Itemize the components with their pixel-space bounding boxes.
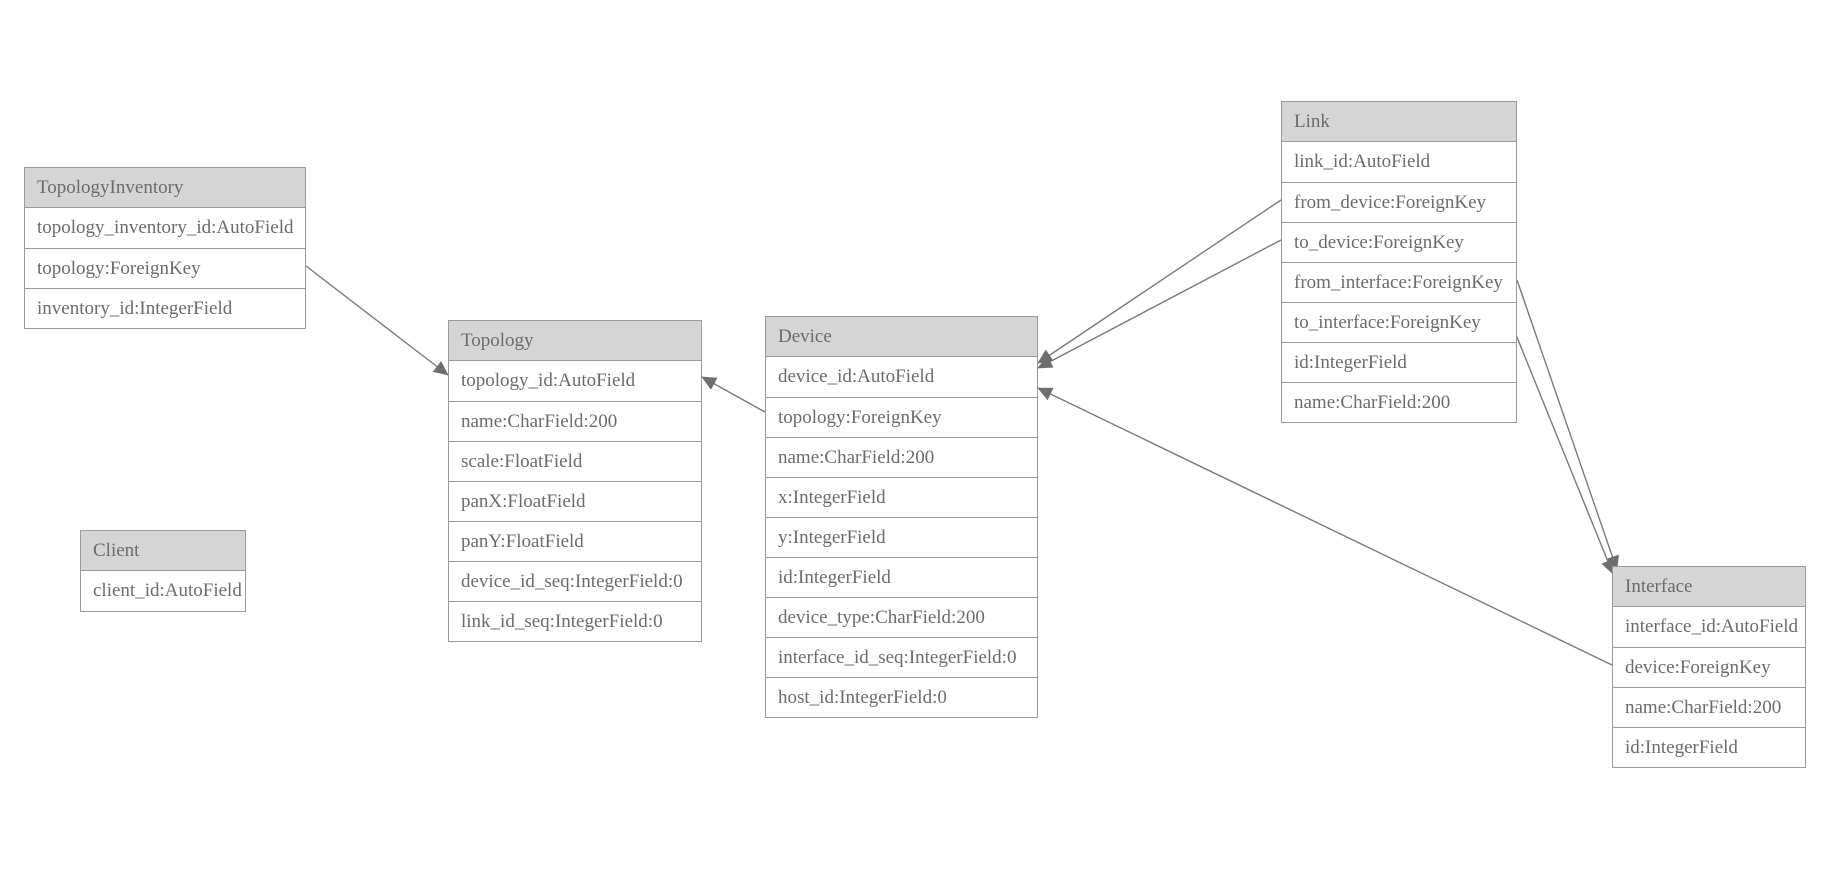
field-row[interactable]: topology:ForeignKey xyxy=(25,248,305,288)
field-row[interactable]: name:CharField:200 xyxy=(1613,687,1805,727)
relationship-edge: Link.to_interface -> Interface xyxy=(1509,319,1615,575)
field-row[interactable]: host_id:IntegerField:0 xyxy=(766,677,1037,717)
field-row[interactable]: id:IntegerField xyxy=(766,557,1037,597)
entity-fields-topology_inventory: topology_inventory_id:AutoField topology:… xyxy=(25,208,305,328)
field-row[interactable]: panX:FloatField xyxy=(449,481,701,521)
field-row[interactable]: to_device:ForeignKey xyxy=(1282,222,1516,262)
field-row[interactable]: x:IntegerField xyxy=(766,477,1037,517)
field-row[interactable]: topology:ForeignKey xyxy=(766,397,1037,437)
entity-title-device: Device xyxy=(766,317,1037,357)
entity-link[interactable]: Link link_id:AutoField from_device:Foreign… xyxy=(1281,101,1517,423)
field-row[interactable]: from_device:ForeignKey xyxy=(1282,182,1516,222)
field-row[interactable]: y:IntegerField xyxy=(766,517,1037,557)
field-row[interactable]: interface_id:AutoField xyxy=(1625,616,1799,637)
relationship-edge: TopologyInventory.topology -> Topology xyxy=(305,265,449,376)
field-row[interactable]: name:CharField:200 xyxy=(1282,382,1516,422)
entity-topology[interactable]: Topology topology_id:AutoField name:CharFi… xyxy=(448,320,702,642)
entity-fields-client: client_id:AutoField xyxy=(81,571,245,611)
field-row[interactable]: id:IntegerField xyxy=(1282,342,1516,382)
field-row[interactable]: inventory_id:IntegerField xyxy=(25,288,305,328)
entity-title-topology_inventory: TopologyInventory xyxy=(25,168,305,208)
field-row[interactable]: id:IntegerField xyxy=(1613,727,1805,767)
field-row[interactable]: to_interface:ForeignKey xyxy=(1282,302,1516,342)
field-row[interactable]: device_id_seq:IntegerField:0 xyxy=(449,561,701,601)
relationship-edge: Device.topology -> Topology xyxy=(701,376,766,413)
entity-title-interface: Interface xyxy=(1613,567,1805,607)
field-row[interactable]: topology_id:AutoField xyxy=(461,370,636,391)
field-row[interactable]: topology_inventory_id:AutoField xyxy=(37,217,294,238)
relationship-edge: Link.from_device -> Device xyxy=(1037,199,1282,364)
relationship-edge: Link.from_interface -> Interface xyxy=(1516,279,1619,571)
field-row[interactable]: link_id_seq:IntegerField:0 xyxy=(449,601,701,641)
entity-interface[interactable]: Interface interface_id:AutoField device:Fo… xyxy=(1612,566,1806,768)
field-row[interactable]: name:CharField:200 xyxy=(449,401,701,441)
field-row[interactable]: scale:FloatField xyxy=(449,441,701,481)
entity-title-link: Link xyxy=(1282,102,1516,142)
relationship-edge: Interface.device -> Device xyxy=(1037,387,1613,666)
field-row[interactable]: client_id:AutoField xyxy=(93,580,242,601)
relationship-edge: Link.to_device -> Device xyxy=(1037,239,1282,369)
field-row[interactable]: device_type:CharField:200 xyxy=(766,597,1037,637)
field-row[interactable]: from_interface:ForeignKey xyxy=(1282,262,1516,302)
entity-title-client: Client xyxy=(81,531,245,571)
field-row[interactable]: device_id:AutoField xyxy=(778,366,935,387)
field-row[interactable]: panY:FloatField xyxy=(449,521,701,561)
entity-title-topology: Topology xyxy=(449,321,701,361)
field-row[interactable]: interface_id_seq:IntegerField:0 xyxy=(766,637,1037,677)
field-row[interactable]: device:ForeignKey xyxy=(1613,647,1805,687)
entity-client[interactable]: Client client_id:AutoField xyxy=(80,530,246,612)
entity-device[interactable]: Device device_id:AutoField topology:Foreig… xyxy=(765,316,1038,718)
field-row[interactable]: name:CharField:200 xyxy=(766,437,1037,477)
field-row[interactable]: link_id:AutoField xyxy=(1294,151,1431,172)
